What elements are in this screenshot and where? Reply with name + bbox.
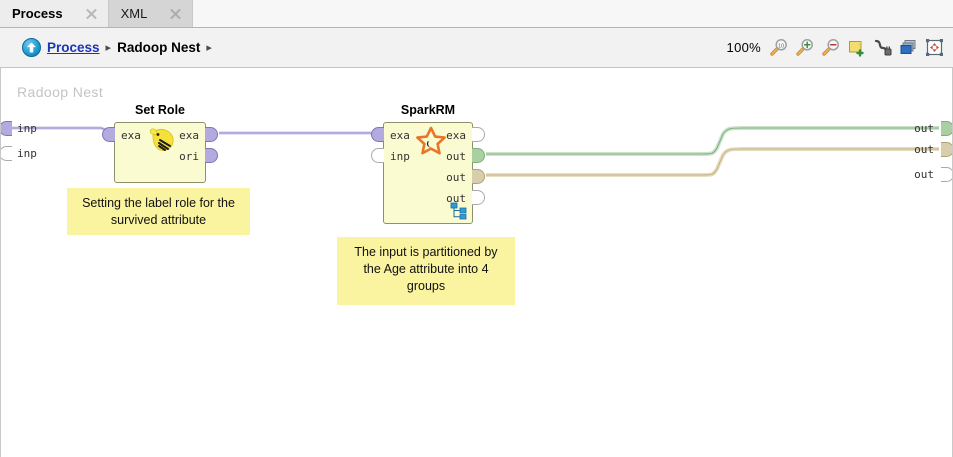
arrange-layers-icon[interactable] <box>898 37 919 58</box>
tab-process[interactable]: Process <box>0 0 109 27</box>
spark-rm-input-inp-label: inp <box>390 150 410 163</box>
zoom-in-icon[interactable] <box>794 37 815 58</box>
nest-input-port-1[interactable] <box>1 121 12 136</box>
canvas-toolbar: 100% 10 <box>727 37 953 58</box>
spark-rm-input-exa-label: exa <box>390 129 410 142</box>
spark-rm-output-out-1[interactable] <box>472 148 485 163</box>
tab-bar: Process XML <box>0 0 953 28</box>
breadcrumb-toolbar: Process ▸ Radoop Nest ▸ 100% 10 <box>0 28 953 68</box>
nest-title-label: Radoop Nest <box>17 84 104 100</box>
operator-spark-rm-title: SparkRM <box>400 103 456 117</box>
zoom-level-label: 100% <box>726 40 761 55</box>
breadcrumb-current-radoop-nest[interactable]: Radoop Nest <box>117 40 201 55</box>
tab-xml[interactable]: XML <box>108 0 194 27</box>
operator-set-role-title: Set Role <box>134 103 185 117</box>
spark-rm-output-out-3[interactable] <box>472 190 485 205</box>
spark-rm-input-exa[interactable] <box>371 127 384 142</box>
breadcrumb-separator-icon: ▸ <box>105 42 112 54</box>
set-role-input-exa-label: exa <box>121 129 141 142</box>
nest-output-port-1-label: out <box>914 122 934 135</box>
nest-output-port-3[interactable] <box>941 167 952 182</box>
breadcrumb-separator-icon: ▸ <box>206 42 212 54</box>
tab-process-label: Process <box>12 6 63 21</box>
operator-set-role-body[interactable]: exa exa ori <box>102 122 218 183</box>
note-set-role[interactable]: Setting the label role for the survived … <box>67 188 250 235</box>
nest-output-port-2-label: out <box>914 143 934 156</box>
zoom-out-icon[interactable] <box>820 37 841 58</box>
operator-spark-rm-body[interactable]: exa inp exa out out out <box>371 122 485 224</box>
note-spark-rm[interactable]: The input is partitioned by the Age attr… <box>337 237 515 305</box>
spark-star-icon <box>415 126 447 156</box>
up-arrow-circle-icon[interactable] <box>22 38 41 57</box>
subprocess-tree-icon[interactable] <box>450 202 468 220</box>
svg-text:10: 10 <box>778 43 784 49</box>
nest-output-port-1[interactable] <box>941 121 952 136</box>
spark-rm-output-out-3-label: out <box>446 192 466 205</box>
nest-output-port-2[interactable] <box>941 142 952 157</box>
set-role-input-exa[interactable] <box>102 127 115 142</box>
breadcrumb-link-process[interactable]: Process <box>47 40 100 55</box>
set-role-output-exa-label: exa <box>179 129 199 142</box>
nest-input-port-2-label: inp <box>17 147 37 160</box>
tab-bar-filler <box>193 0 953 27</box>
nest-input-port-2[interactable] <box>1 146 12 161</box>
spark-rm-output-exa[interactable] <box>472 127 485 142</box>
operator-set-role[interactable]: Set Role exa exa ori <box>102 103 218 183</box>
operator-spark-rm[interactable]: SparkRM exa inp exa out out out <box>371 103 485 224</box>
auto-wire-icon[interactable] <box>872 37 893 58</box>
set-role-output-ori[interactable] <box>205 148 218 163</box>
set-role-output-ori-label: ori <box>179 150 199 163</box>
nest-input-port-1-label: inp <box>17 122 37 135</box>
set-role-output-exa[interactable] <box>205 127 218 142</box>
spark-rm-output-exa-label: exa <box>446 129 466 142</box>
spark-rm-output-out-1-label: out <box>446 150 466 163</box>
add-note-icon[interactable] <box>846 37 867 58</box>
spark-rm-output-out-2-label: out <box>446 171 466 184</box>
process-canvas[interactable]: Radoop Nest inp inp out out out Set Role… <box>0 68 953 457</box>
tab-xml-label: XML <box>120 6 148 21</box>
fit-to-screen-icon[interactable] <box>924 37 945 58</box>
spark-rm-input-inp[interactable] <box>371 148 384 163</box>
nest-output-port-3-label: out <box>914 168 934 181</box>
breadcrumb: Process ▸ Radoop Nest ▸ <box>0 38 212 57</box>
hive-bee-icon <box>148 127 178 155</box>
spark-rm-output-out-2[interactable] <box>472 169 485 184</box>
close-icon[interactable] <box>85 7 98 20</box>
zoom-reset-icon[interactable]: 10 <box>768 37 789 58</box>
close-icon[interactable] <box>169 7 182 20</box>
